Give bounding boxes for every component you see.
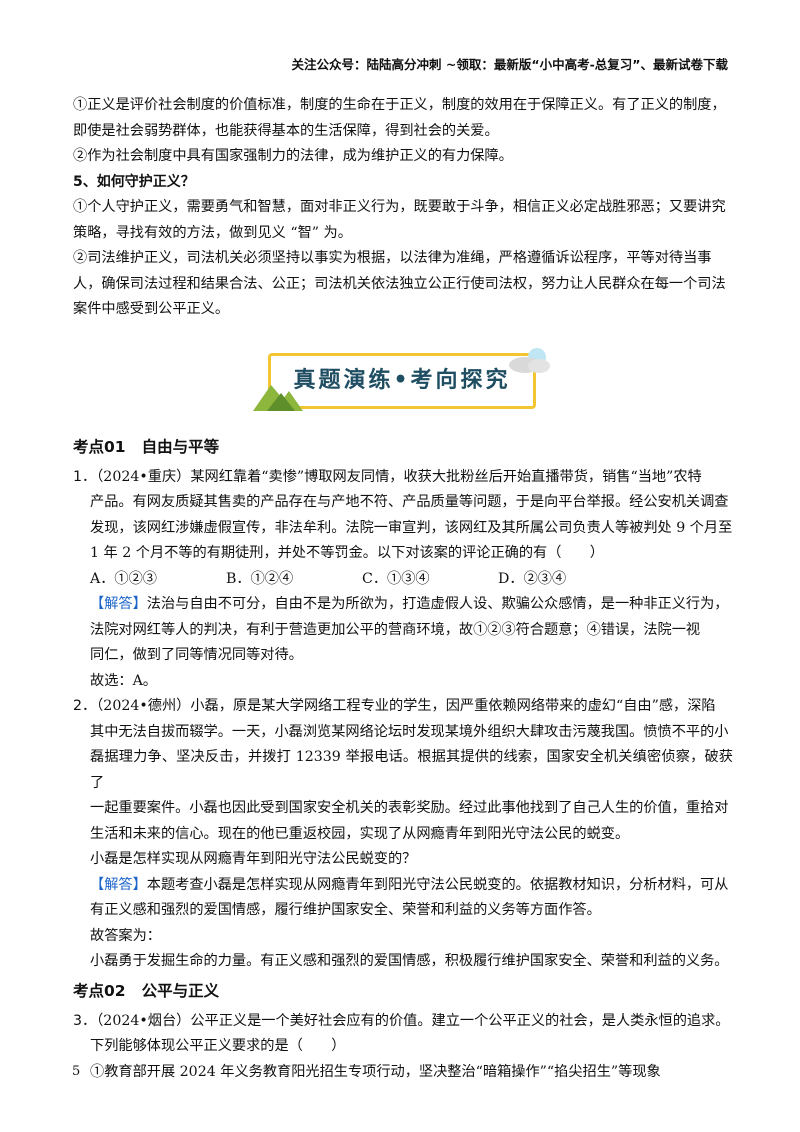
- question-3-line: 3．（2024•烟台）公平正义是一个美好社会应有的价值。建立一个公平正义的社会，…: [73, 1012, 730, 1029]
- intro-line: ②作为社会制度中具有国家强制力的法律，成为维护正义的有力保障。: [73, 148, 513, 164]
- question-2-line: 一起重要案件。小磊也因此受到国家安全机关的表彰奖励。经过此事他找到了自己人生的价…: [90, 800, 729, 816]
- intro-line: 策略，寻找有效的方法，做到见义 “智” 为。: [73, 224, 352, 241]
- answer-1-line: 同仁，做到了同等情况同等对待。: [90, 647, 303, 663]
- question-number: 2．: [73, 698, 97, 714]
- page-number: 5: [72, 1064, 81, 1079]
- question-2-prompt: 小磊是怎样实现从网瘾青年到阳光守法公民蜕变的？: [90, 851, 417, 867]
- option-a: A．①②③: [90, 570, 157, 587]
- answer-tag: 【解答】: [90, 596, 147, 612]
- banner-title: 真题演练•考向探究: [268, 352, 536, 409]
- question-number: 3．: [73, 1012, 97, 1029]
- intro-line: ②司法维护正义，司法机关必须坚持以事实为根据，以法律为准绳，严格遵循诉讼程序，平…: [73, 250, 712, 266]
- page-content: ①正义是评价社会制度的价值标准，制度的生命在于正义，制度的效用在于保障正义。有了…: [73, 93, 733, 1085]
- question-2-line: 生活和未来的信心。现在的他已重返校园，实现了从网瘾青年到阳光守法公民的蜕变。: [90, 825, 630, 842]
- answer-1-line: 法院对网红等人的判决，有利于营造更加公平的营商环境，故①②③符合题意；④错误，法…: [90, 621, 701, 638]
- section-code: 考点02: [73, 981, 126, 1000]
- option-d: D．②③④: [498, 570, 567, 587]
- answer-2-line: 【解答】本题考查小磊是怎样实现从网瘾青年到阳光守法公民蜕变的。依据教材知识，分析…: [90, 876, 729, 893]
- question-1-line: 发现，该网红涉嫌虚假宣传，非法牟利。法院一审宣判，该网红及其所属公司负责人等被判…: [90, 519, 733, 536]
- cloud-icon: [509, 347, 550, 373]
- section-banner: 真题演练•考向探究: [73, 345, 733, 425]
- intro-line: ①个人守护正义，需要勇气和智慧，面对非正义行为，既要敢于斗争，相信正义必定战胜邪…: [73, 199, 726, 215]
- section-title: 自由与平等: [141, 437, 220, 456]
- question-2-line: 磊据理力争、坚决反击，并拨打 12339 举报电话。根据其提供的线索，国家安全机…: [90, 749, 733, 791]
- answer-1-choice: 故选：A。: [90, 672, 157, 689]
- heading-5: 5、如何守护正义？: [73, 173, 195, 190]
- answer-2-line: 有正义感和强烈的爱国情感，履行维护国家安全、荣誉和利益的义务等方面作答。: [90, 902, 601, 918]
- section-code: 考点01: [73, 437, 126, 456]
- mountain-icon: [253, 384, 303, 411]
- question-3-item: ①教育部开展 2024 年义务教育阳光招生专项行动，坚决整治“暗箱操作”“掐尖招…: [90, 1063, 661, 1080]
- question-1-line: 产品。有网友质疑其售卖的产品存在与产地不符、产品质量等问题，于是向平台举报。经公…: [90, 494, 729, 510]
- page-header: 关注公众号：陆陆高分冲刺 ~领取：最新版“小中高考-总复习”、最新试卷下载: [291, 57, 728, 72]
- question-3-line: 下列能够体现公平正义要求的是（ ）: [90, 1038, 346, 1054]
- question-1-line: 1．（2024•重庆）某网红靠着“卖惨”博取网友同情，收获大批粉丝后开始直播带货…: [73, 468, 702, 485]
- intro-line: 即使是社会弱势群体，也能获得基本的生活保障，得到社会的关爱。: [73, 122, 499, 139]
- answer-2-label: 故答案为：: [90, 927, 161, 944]
- answer-2-text: 小磊勇于发掘生命的力量。有正义感和强烈的爱国情感，积极履行维护国家安全、荣誉和利…: [90, 953, 729, 969]
- option-b: B．①②④: [226, 570, 294, 587]
- intro-line: 人，确保司法过程和结果合法、公正；司法机关依法独立公正行使司法权，努力让人民群众…: [73, 275, 726, 292]
- option-c: C．①③④: [362, 570, 430, 587]
- question-1-options: A．①②③ B．①②④ C．①③④ D．②③④: [73, 567, 733, 593]
- question-2-line: 2．（2024•德州）小磊，原是某大学网络工程专业的学生，因严重依赖网络带来的虚…: [73, 698, 716, 714]
- question-1-line: 1 年 2 个月不等的有期徒刑，并处不等罚金。以下对该案的评论正确的有（ ）: [90, 545, 604, 561]
- answer-1-line: 【解答】法治与自由不可分，自由不是为所欲为，打造虚假人设、欺骗公众感情，是一种非…: [90, 596, 729, 612]
- section-title: 公平与正义: [141, 981, 220, 1000]
- intro-line: 案件中感受到公平正义。: [73, 301, 230, 317]
- question-number: 1．: [73, 468, 97, 485]
- intro-line: ①正义是评价社会制度的价值标准，制度的生命在于正义，制度的效用在于保障正义。有了…: [73, 97, 726, 113]
- answer-tag: 【解答】: [90, 876, 147, 893]
- section-heading-1: 考点01 自由与平等: [73, 433, 733, 461]
- question-2-line: 其中无法自拔而辍学。一天，小磊浏览某网络论坛时发现某境外组织大肆攻击污蔑我国。愤…: [90, 723, 729, 740]
- section-heading-2: 考点02 公平与正义: [73, 977, 733, 1005]
